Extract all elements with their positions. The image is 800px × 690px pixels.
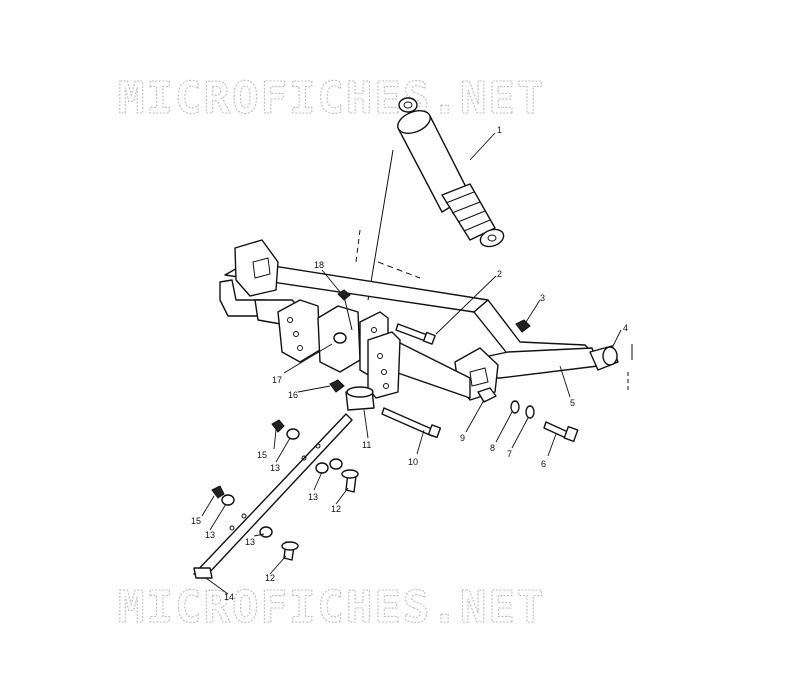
bolt-10 xyxy=(381,407,435,437)
mounting-plates xyxy=(277,299,401,399)
washer-7 xyxy=(525,405,535,419)
nut-16 xyxy=(329,379,345,393)
callout-6: 6 xyxy=(541,459,546,469)
hardware xyxy=(329,289,579,443)
callout-13a: 13 xyxy=(270,463,280,473)
nut-3 xyxy=(515,319,531,333)
leader-lines xyxy=(201,132,622,595)
callout-1: 1 xyxy=(497,125,502,135)
callout-4: 4 xyxy=(623,323,628,333)
callout-7: 7 xyxy=(507,449,512,459)
bushing-9 xyxy=(477,387,497,403)
nut-18 xyxy=(337,289,351,301)
watermark-bottom: MICROFICHES.NET xyxy=(118,582,545,633)
callout-15b: 15 xyxy=(191,516,201,526)
shock-absorber xyxy=(355,97,505,301)
callout-9: 9 xyxy=(460,433,465,443)
callout-8: 8 xyxy=(490,443,495,453)
callout-labels: 1 2 3 4 5 6 7 8 9 10 11 12 12 13 13 13 1… xyxy=(191,125,628,602)
callout-16: 16 xyxy=(288,390,298,400)
callout-2: 2 xyxy=(497,269,502,279)
callout-18: 18 xyxy=(314,260,324,270)
callout-17: 17 xyxy=(272,375,282,385)
callout-11: 11 xyxy=(362,440,371,450)
callout-10: 10 xyxy=(408,457,418,467)
callout-13b: 13 xyxy=(308,492,318,502)
strap-assembly xyxy=(193,413,359,579)
callout-12b: 12 xyxy=(265,573,275,583)
callout-14: 14 xyxy=(224,592,234,602)
callout-13d: 13 xyxy=(245,537,255,547)
callout-15a: 15 xyxy=(257,450,267,460)
watermark-group: MICROFICHES.NET MICROFICHES.NET xyxy=(117,72,545,633)
callout-13c: 13 xyxy=(205,530,215,540)
callout-3: 3 xyxy=(540,293,545,303)
watermark-top: MICROFICHES.NET xyxy=(118,73,545,124)
washer-8 xyxy=(510,400,520,414)
callout-5: 5 xyxy=(570,398,575,408)
callout-12a: 12 xyxy=(331,504,341,514)
